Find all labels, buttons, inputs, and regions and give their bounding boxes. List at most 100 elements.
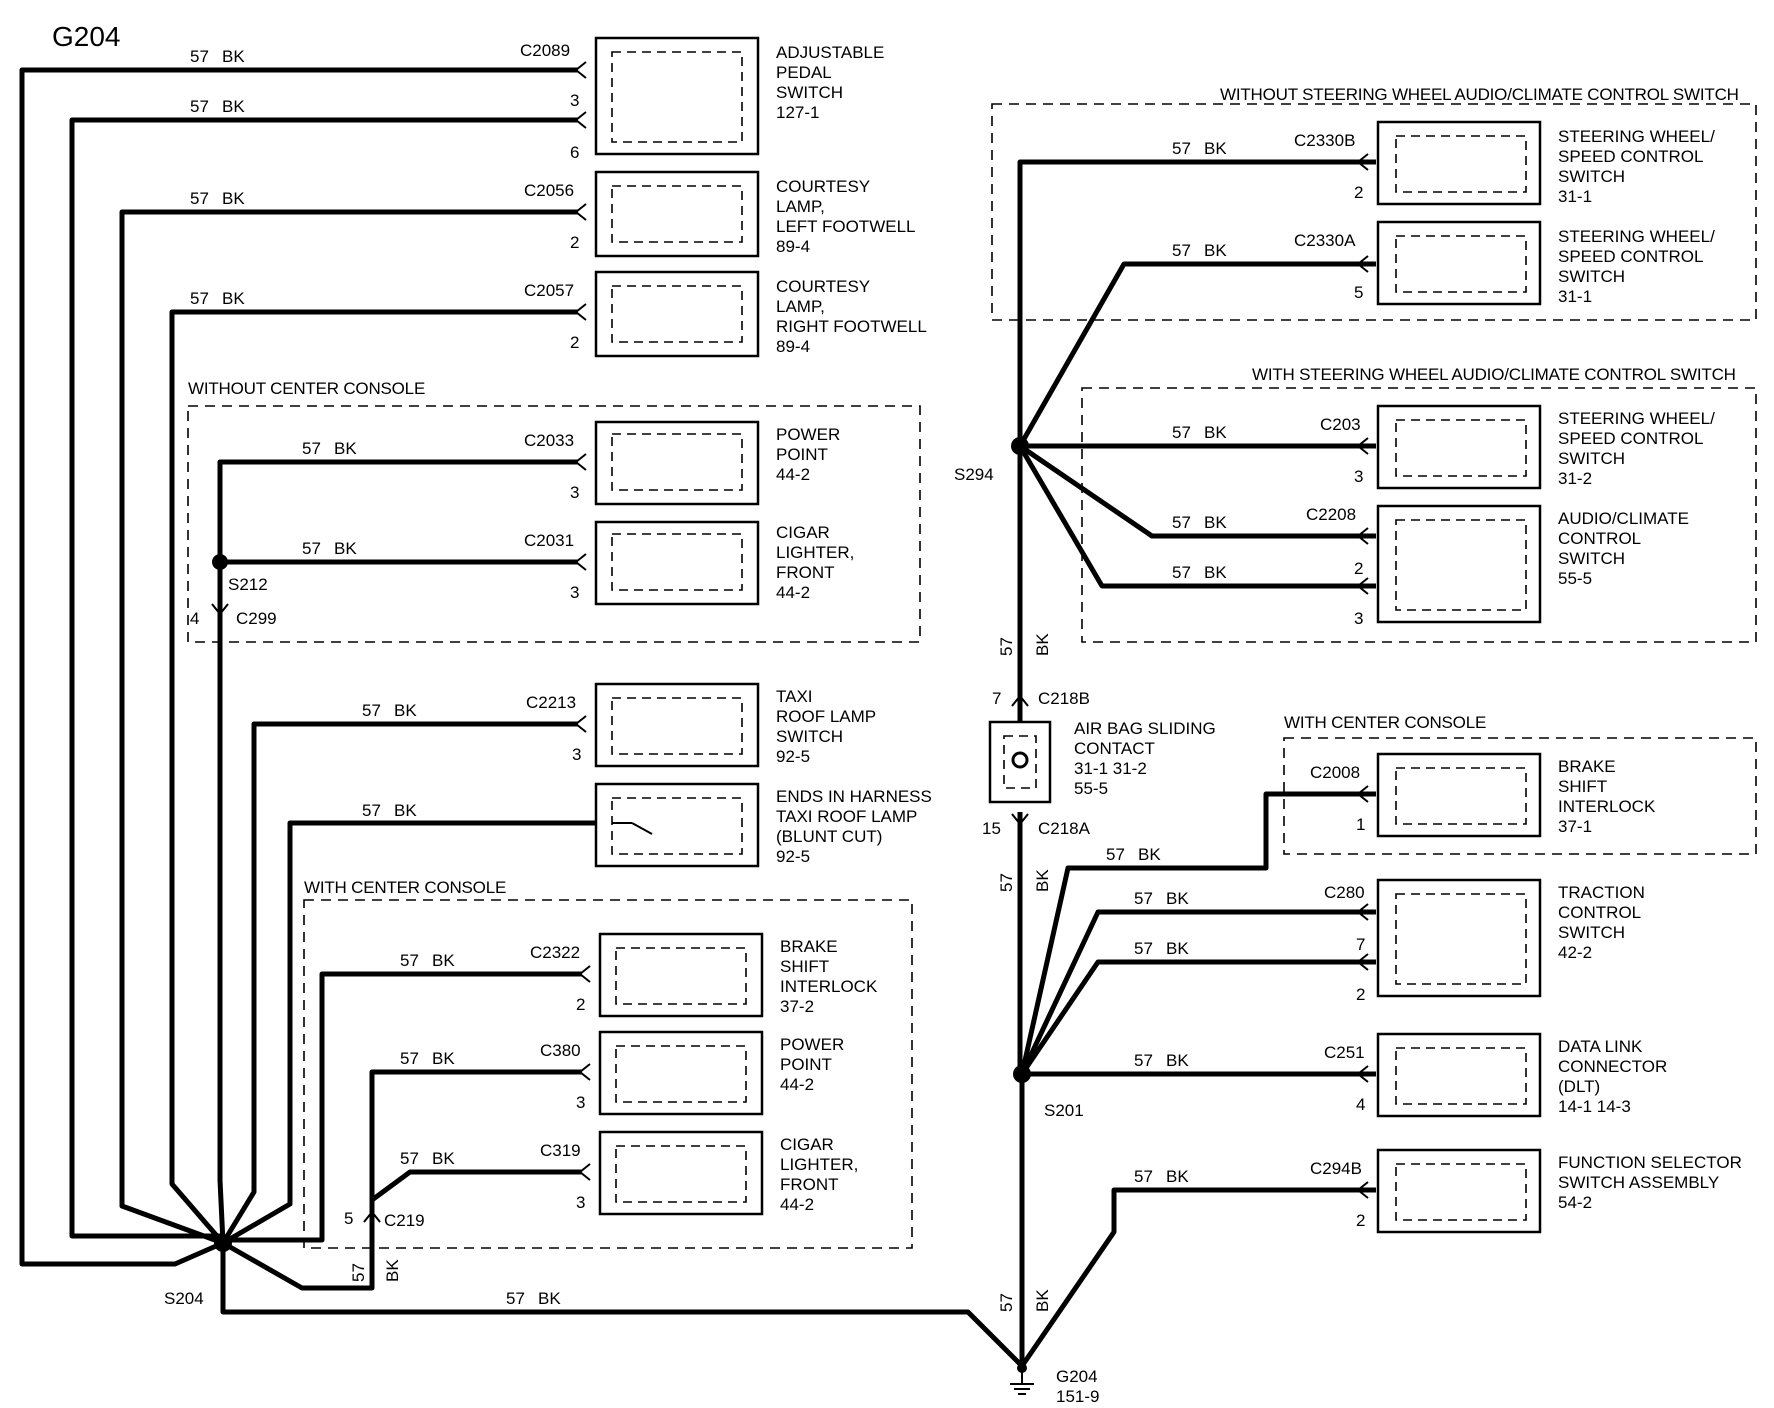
pin-label: 2 bbox=[570, 233, 579, 252]
component-line: 44-2 bbox=[780, 1195, 814, 1214]
pin-label: 3 bbox=[572, 745, 581, 764]
component-line: LAMP, bbox=[776, 297, 825, 316]
zone-without-sw-audio bbox=[991, 103, 1757, 321]
splice-label-s204: S204 bbox=[164, 1289, 204, 1308]
wire-label-color: BK bbox=[1204, 139, 1227, 158]
component-line: 54-2 bbox=[1558, 1193, 1592, 1212]
component-line: 31-1 bbox=[1558, 287, 1592, 306]
wire-label-circuit: 57 bbox=[1172, 513, 1191, 532]
component-function-selector-switch: C294B 2 FUNCTION SELECTOR SWITCH ASSEMBL… bbox=[1310, 1148, 1742, 1234]
inline-connector-name: C218B bbox=[1038, 689, 1090, 708]
ground-icon bbox=[1010, 1368, 1034, 1395]
component-line: AUDIO/CLIMATE bbox=[1558, 509, 1689, 528]
component-line: SPEED CONTROL bbox=[1558, 247, 1703, 266]
wire-c319 bbox=[370, 1169, 582, 1203]
component-line: TRACTION bbox=[1558, 883, 1645, 902]
wire-c2322 bbox=[223, 971, 582, 1243]
airbag-label: CONTACT bbox=[1074, 739, 1155, 758]
component-line: 55-5 bbox=[1558, 569, 1592, 588]
wire-c2208-b bbox=[1017, 444, 1376, 589]
components-left: C2089 3 6 ADJUSTABLE PEDAL SWITCH 127-1 … bbox=[520, 36, 932, 1216]
pin-label: 7 bbox=[1356, 935, 1365, 954]
connector-label: C2208 bbox=[1306, 505, 1356, 524]
component-line: POWER bbox=[776, 425, 840, 444]
wire-c280-a bbox=[1019, 909, 1376, 1076]
component-line: SWITCH bbox=[1558, 167, 1625, 186]
component-line: LEFT FOOTWELL bbox=[776, 217, 916, 236]
component-line: INTERLOCK bbox=[780, 977, 878, 996]
wire-label-circuit: 57 bbox=[997, 637, 1016, 656]
zone-without-center-console bbox=[187, 405, 921, 643]
splices: S204 S212 S294 S201 bbox=[164, 437, 1084, 1308]
wire-c2057 bbox=[169, 309, 578, 1245]
airbag-label: 55-5 bbox=[1074, 779, 1108, 798]
component-line: BRAKE bbox=[1558, 757, 1616, 776]
component-line: STEERING WHEEL/ bbox=[1558, 227, 1715, 246]
wire-label-color: BK bbox=[1204, 563, 1227, 582]
component-line: LIGHTER, bbox=[776, 543, 854, 562]
connector-label: C2330A bbox=[1294, 231, 1356, 250]
wire-label-color: BK bbox=[222, 289, 245, 308]
component-line: TAXI bbox=[776, 687, 813, 706]
wire-c2056 bbox=[119, 209, 578, 1246]
component-line: CONTROL bbox=[1558, 529, 1641, 548]
inline-connector-pin: 5 bbox=[344, 1209, 353, 1228]
component-line: 92-5 bbox=[776, 847, 810, 866]
wire-label-circuit: 57 bbox=[190, 97, 209, 116]
component-taxi-roof-lamp-switch: C2213 3 TAXI ROOF LAMP SWITCH 92-5 bbox=[526, 682, 876, 768]
wire-label-color: BK bbox=[1033, 1289, 1052, 1312]
connector-label: C2330B bbox=[1294, 131, 1355, 150]
component-line: POINT bbox=[780, 1055, 832, 1074]
inline-connector-name: C219 bbox=[384, 1211, 425, 1230]
zones: WITHOUT CENTER CONSOLE WITH CENTER CONSO… bbox=[187, 85, 1757, 1249]
wire-label-color: BK bbox=[1204, 241, 1227, 260]
component-line: 92-5 bbox=[776, 747, 810, 766]
wire-label-circuit: 57 bbox=[302, 439, 321, 458]
wire-label-circuit: 57 bbox=[190, 289, 209, 308]
wire-c294b bbox=[1019, 1187, 1376, 1368]
wire-label-color: BK bbox=[334, 439, 357, 458]
inline-connector-pin: 7 bbox=[992, 689, 1001, 708]
splice-label-s294: S294 bbox=[954, 465, 994, 484]
component-line: 89-4 bbox=[776, 337, 810, 356]
component-line: SWITCH bbox=[1558, 267, 1625, 286]
component-line: SWITCH bbox=[1558, 449, 1625, 468]
inline-connector-symbol bbox=[211, 603, 229, 616]
component-line: TAXI ROOF LAMP bbox=[776, 807, 917, 826]
wire-label-color: BK bbox=[1166, 1051, 1189, 1070]
wire-label-color: BK bbox=[383, 1259, 402, 1282]
connector-label: C380 bbox=[540, 1041, 581, 1060]
component-power-point-2: C380 3 POWER POINT 44-2 bbox=[540, 1030, 844, 1116]
wire-label-circuit: 57 bbox=[302, 539, 321, 558]
component-line: COURTESY bbox=[776, 277, 870, 296]
connector-label: C280 bbox=[1324, 883, 1365, 902]
wire-label-color: BK bbox=[1204, 513, 1227, 532]
splice-dot-s204 bbox=[214, 1234, 232, 1252]
component-line: SWITCH bbox=[776, 727, 843, 746]
wire-label-circuit: 57 bbox=[1172, 423, 1191, 442]
wire-label-circuit: 57 bbox=[362, 801, 381, 820]
wire-c2213 bbox=[220, 721, 578, 1245]
wire-label-color: BK bbox=[222, 189, 245, 208]
component-line: 37-1 bbox=[1558, 817, 1592, 836]
component-line: 44-2 bbox=[780, 1075, 814, 1094]
component-data-link-connector: C251 4 DATA LINK CONNECTOR (DLT) 14-1 14… bbox=[1324, 1032, 1667, 1118]
wire-label-circuit: 57 bbox=[362, 701, 381, 720]
connector-label: C2008 bbox=[1310, 763, 1360, 782]
pin-label: 4 bbox=[1356, 1095, 1365, 1114]
component-line: ENDS IN HARNESS bbox=[776, 787, 932, 806]
wire-blunt-cut bbox=[221, 820, 596, 1246]
connector-label: C2056 bbox=[524, 181, 574, 200]
wire-s212-to-s204 bbox=[217, 612, 226, 1244]
wire-label-circuit: 57 bbox=[400, 1149, 419, 1168]
wire-c2330a bbox=[1017, 261, 1376, 448]
wire-label-circuit: 57 bbox=[1134, 889, 1153, 908]
pin-label: 6 bbox=[570, 143, 579, 162]
connector-label: C2089 bbox=[520, 41, 570, 60]
pin-label: 3 bbox=[570, 483, 579, 502]
wire-label-color: BK bbox=[432, 951, 455, 970]
component-line: SWITCH bbox=[776, 83, 843, 102]
wire-c219-to-s204 bbox=[221, 1212, 375, 1291]
connector-label: C2033 bbox=[524, 431, 574, 450]
